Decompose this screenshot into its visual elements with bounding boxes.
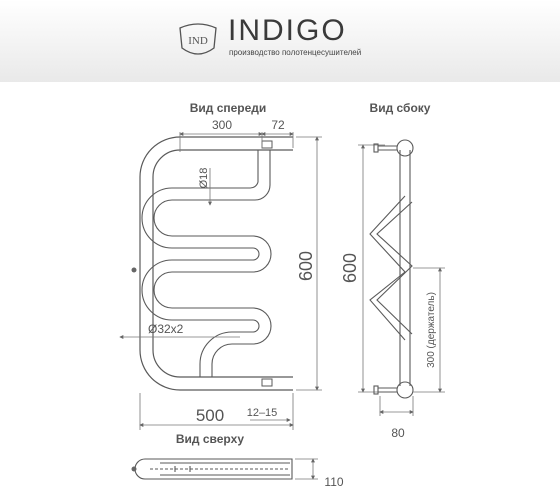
logo-icon: IND <box>179 23 217 55</box>
front-view: Вид спереди 300 72 Ø18 Ø32х2 <box>119 101 322 430</box>
top-outline <box>134 458 293 480</box>
holder-dimension <box>413 267 445 393</box>
front-height-dimension <box>296 136 322 391</box>
logo-text: IND <box>188 35 208 47</box>
brand-header: IND INDIGO производство полотенцесушител… <box>0 0 560 82</box>
bottom-dimension <box>139 393 294 430</box>
dim-side-height: 600 <box>340 253 360 283</box>
dim-top-offset: 72 <box>271 118 285 132</box>
main-tube <box>139 136 293 391</box>
serpentine-tube <box>141 150 272 377</box>
dim-pipe-main: Ø32х2 <box>148 322 184 336</box>
dim-clearance: 12–15 <box>247 407 278 419</box>
dim-pipe-small: Ø18 <box>198 168 210 189</box>
front-mount-point <box>131 267 137 273</box>
front-view-title: Вид спереди <box>190 101 267 115</box>
dim-top-depth: 110 <box>324 475 343 489</box>
brand-name: INDIGO <box>228 14 347 47</box>
dim-holder-distance: 300 (держатель) <box>426 292 437 368</box>
dim-side-depth: 80 <box>391 426 405 440</box>
top-mount-point <box>131 466 137 472</box>
side-height-dimension <box>358 144 385 393</box>
side-tube <box>373 139 414 399</box>
bottom-coupling <box>261 378 273 387</box>
side-view: Вид сбоку 600 <box>340 101 445 440</box>
side-view-title: Вид сбоку <box>370 101 431 115</box>
dim-top-width: 300 <box>212 118 232 132</box>
side-zigzag <box>369 195 413 341</box>
top-view: Вид сверху 110 <box>131 432 344 489</box>
top-view-title: Вид сверху <box>176 432 245 446</box>
brand-tagline: производство полотенцесушителей <box>229 48 362 57</box>
dim-front-height: 600 <box>296 251 316 281</box>
top-dimension <box>179 132 294 152</box>
dim-bottom-width: 500 <box>196 406 224 425</box>
top-coupling <box>261 140 273 149</box>
top-depth-dimension <box>295 458 318 480</box>
side-depth-dimension <box>379 396 414 416</box>
